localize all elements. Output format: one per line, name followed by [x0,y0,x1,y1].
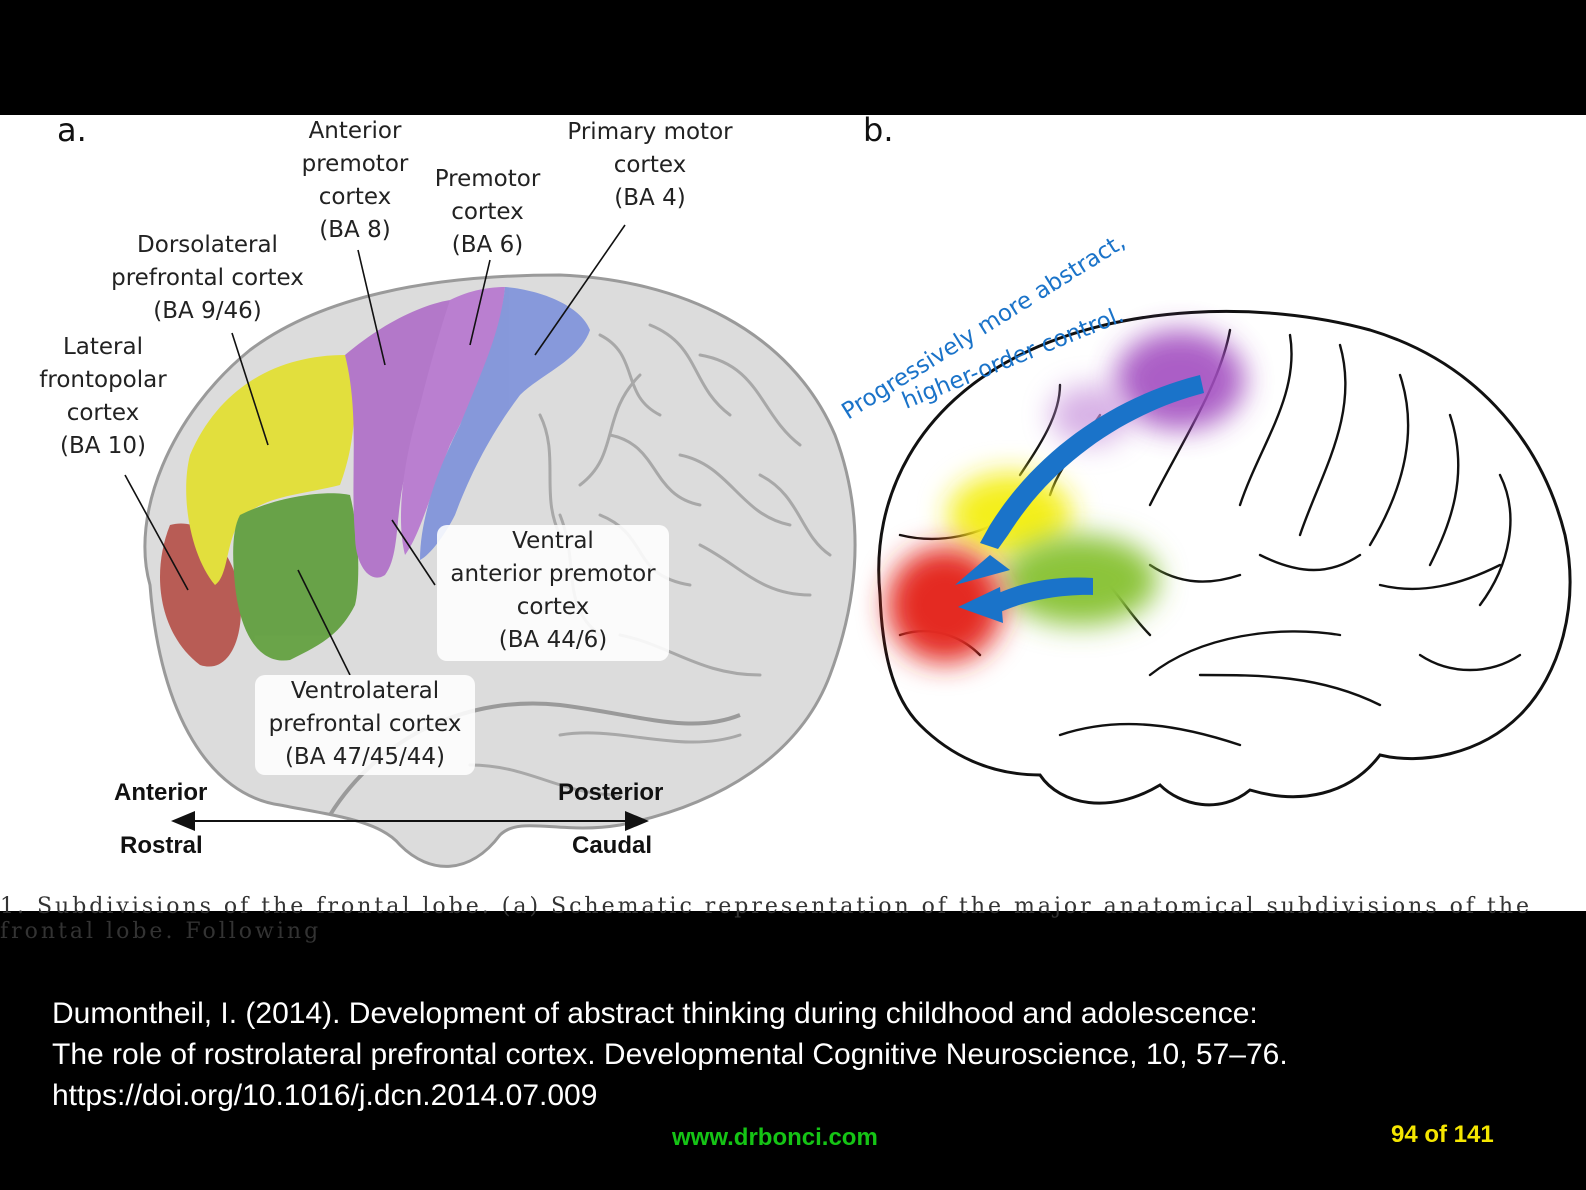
region-primary-motor [420,287,590,560]
panel-letter-b: b. [863,111,894,149]
label-lateral-frontopolar: Lateral frontopolar cortex (BA 10) [39,334,167,459]
axis-posterior: Posterior [558,779,664,806]
label-ventrolateral: Ventrolateral prefrontal cortex (BA 47/4… [255,675,475,775]
cropped-figure-caption: 1. Subdivisions of the frontal lobe. (a)… [0,894,1533,944]
label-ventral-anterior-premotor: Ventral anterior premotor cortex (BA 44/… [437,525,669,661]
label-primary-motor: Primary motor cortex (BA 4) [567,119,733,211]
region-premotor [400,287,505,555]
slide-counter: 94 of 141 [1391,1121,1494,1148]
figure-panel: Progressively more abstract, higher-orde… [0,111,1586,911]
panel-b-arrows [955,375,1204,623]
arrow-from-posterior-icon [980,375,1204,549]
panel-a-regions [160,287,590,667]
citation: Dumontheil, I. (2014). Development of ab… [52,993,1288,1116]
region-ventrolateral [233,493,359,661]
label-dorsolateral: Dorsolateral prefrontal cortex (BA 9/46) [111,232,304,324]
panel-letter-a: a. [57,111,87,149]
region-dorsolateral [186,355,355,585]
region-anterior-premotor [345,300,450,578]
citation-line-1: Dumontheil, I. (2014). Development of ab… [52,997,1258,1030]
axis-anterior: Anterior [114,779,208,806]
citation-line-2: The role of rostrolateral prefrontal cor… [52,1038,1288,1071]
label-premotor: Premotor cortex (BA 6) [434,166,541,258]
arrow-from-green-icon [985,577,1093,616]
label-anterior-premotor: Anterior premotor cortex (BA 8) [301,118,409,243]
citation-doi[interactable]: https://doi.org/10.1016/j.dcn.2014.07.00… [52,1079,598,1112]
website-link[interactable]: www.drbonci.com [672,1124,878,1151]
axis-rostral: Rostral [120,832,203,859]
panel-a-leaders [124,224,626,676]
panel-b-brain [877,309,1572,807]
axis-caudal: Caudal [572,832,653,859]
